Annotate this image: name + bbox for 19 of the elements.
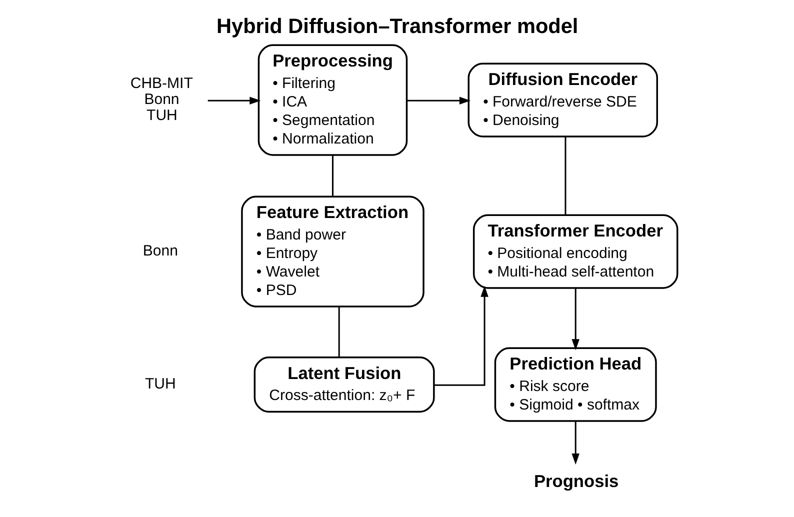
node-box: Prediction Head • Risk score • Sigmoid • softmax bbox=[494, 347, 656, 422]
arrow bbox=[571, 288, 579, 350]
node-box: Transformer Encoder • Positional encoding • Multi-head self-attenton bbox=[472, 214, 678, 289]
connector bbox=[331, 155, 333, 196]
arrow bbox=[434, 286, 488, 386]
node-box: Feature Extraction • Band power • Entropy • Wavelet • PSD bbox=[240, 196, 424, 308]
node-text: CHB-MIT Bonn TUH bbox=[130, 74, 192, 124]
node-box: Latent Fusion Cross-attention: z₀+ F bbox=[253, 356, 434, 413]
node-box: Preprocessing • Filtering • ICA • Segmentation • Normalization bbox=[257, 44, 408, 156]
connector bbox=[338, 306, 340, 358]
label: TUH bbox=[144, 375, 176, 392]
arrow bbox=[571, 421, 579, 465]
node-text: Prognosis bbox=[533, 470, 618, 491]
arrow bbox=[406, 96, 470, 105]
connector bbox=[564, 136, 566, 215]
diagram-title: Hybrid Diffusion–Transformer model bbox=[216, 14, 578, 38]
label: Bonn bbox=[142, 242, 178, 260]
node-box: Diffusion Encoder • Forward/reverse SDE • Denoising bbox=[467, 62, 658, 138]
arrow bbox=[207, 96, 260, 105]
